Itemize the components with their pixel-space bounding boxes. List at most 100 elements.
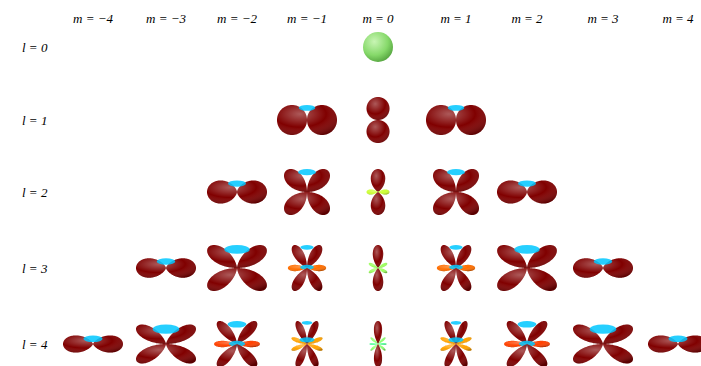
column-header: m = −4 [73,12,113,25]
surface-lobe [136,325,196,344]
lobe-shading [441,268,472,291]
lobe-shading [217,344,258,366]
lobe-shading [440,344,471,351]
harmonic-surface [207,180,267,203]
surface-opening [668,335,687,342]
column-header: m = −1 [287,12,327,25]
surface-opening [229,341,245,347]
surface-lobe [573,258,633,277]
surface-lobe [367,97,390,120]
harmonic-surface [214,321,260,366]
lobe-shading [217,321,258,344]
surface-lobe [277,105,337,135]
harmonic-surface [207,245,267,291]
harmonic-surface [437,245,475,291]
surface-lobe [433,192,479,215]
surface-lobe [217,344,258,366]
surface-lobe [444,344,467,366]
column-header: m = 1 [440,12,471,25]
row-header: l = 2 [22,186,47,199]
lobe-shading [433,192,479,215]
harmonic-surface [648,335,701,352]
column-header: m = −3 [146,12,186,25]
lobe-shading [497,268,557,291]
column-header: m = 2 [511,12,542,25]
lobe-shading [207,245,267,268]
surface-opening [451,321,461,325]
surface-lobe [441,245,472,268]
lobe-shading [573,344,633,363]
lobe-shading [292,245,323,268]
surface-lobe [367,120,390,143]
surface-lobe [648,335,701,352]
surface-opening [518,180,536,186]
lobe-shading [207,180,267,203]
lobe-shading [426,105,486,135]
row-header: l = 1 [22,114,47,127]
lobe-shading [284,192,330,215]
surface-lobe [295,344,318,366]
surface-lobe [440,344,471,351]
surface-lobe [369,263,388,268]
surface-opening [594,258,613,264]
surface-opening [153,325,179,334]
surface-opening [518,321,537,328]
harmonic-surface [573,325,633,364]
harmonic-surface [504,321,550,366]
surface-lobe [292,245,323,268]
lobe-shading [367,97,390,120]
surface-opening [590,325,616,334]
lobe-shading [497,245,557,268]
harmonic-surface [367,97,390,143]
surface-lobe [207,245,267,268]
harmonic-surface [433,169,479,215]
harmonic-surface [573,258,633,277]
surface-lobe [284,169,330,192]
surface-lobe [507,321,548,344]
harmonic-surface [367,169,390,215]
surface-opening [300,245,313,250]
surface-opening [157,258,176,264]
surface-lobe [63,335,123,352]
surface-lobe [440,337,471,344]
harmonic-surface [369,321,386,366]
harmonic-surface [136,325,196,364]
surface-lobe [426,105,486,135]
surface-lobe [284,192,330,215]
lobe-shading [497,180,557,203]
surface-opening [228,321,247,328]
lobe-shading [277,105,337,135]
harmonic-surface [291,321,322,366]
harmonic-surface [284,169,330,215]
lobe-shading [441,245,472,268]
surface-opening [298,169,316,175]
column-header: m = 0 [362,12,393,25]
harmonic-surface [363,32,393,62]
lobe-shading [371,192,385,215]
lobe-shading [374,344,382,366]
surface-opening [224,245,249,254]
lobe-shading [433,169,479,192]
surface-opening [299,337,314,342]
lobe-shading [291,344,322,351]
surface-opening [449,245,462,250]
surface-lobe [371,169,385,192]
surface-lobe [292,268,323,291]
row-header: l = 4 [22,338,47,351]
surface-opening [449,265,463,270]
sphere-surface [363,32,393,62]
lobe-shading [440,337,471,344]
surface-lobe [217,321,258,344]
surface-lobe [573,325,633,344]
surface-opening [448,337,463,342]
surface-opening [514,245,539,254]
surface-opening [302,321,312,325]
column-header: m = 4 [662,12,693,25]
lobe-shading [507,344,548,366]
harmonic-surface [497,180,557,203]
surface-lobe [497,180,557,203]
lobe-shading [284,169,330,192]
lobe-shading [648,335,701,352]
harmonic-surface [136,258,196,277]
